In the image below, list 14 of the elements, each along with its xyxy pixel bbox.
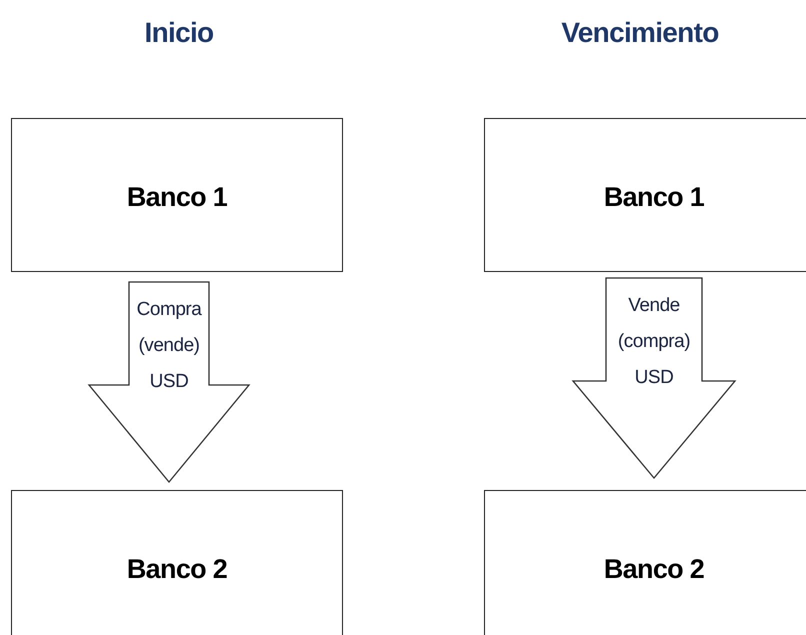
bank-name: Banco 2 bbox=[604, 553, 704, 586]
bank-box bbox=[484, 118, 806, 272]
bank-name: Banco 2 bbox=[126, 553, 228, 586]
edge-label: Compra (vende) USD bbox=[136, 298, 203, 394]
block-arrow bbox=[88, 281, 250, 484]
bank-box bbox=[11, 118, 343, 272]
bank-name: Banco 1 bbox=[604, 181, 704, 214]
bank-name: Banco 1 bbox=[126, 181, 228, 214]
edge-label: Vende (compra) USD bbox=[616, 294, 692, 390]
column-title: Inicio bbox=[144, 16, 214, 50]
block-arrow bbox=[572, 277, 736, 480]
bank-box bbox=[11, 490, 343, 635]
bank-box bbox=[484, 490, 806, 635]
column-title: Vencimiento bbox=[560, 16, 720, 50]
